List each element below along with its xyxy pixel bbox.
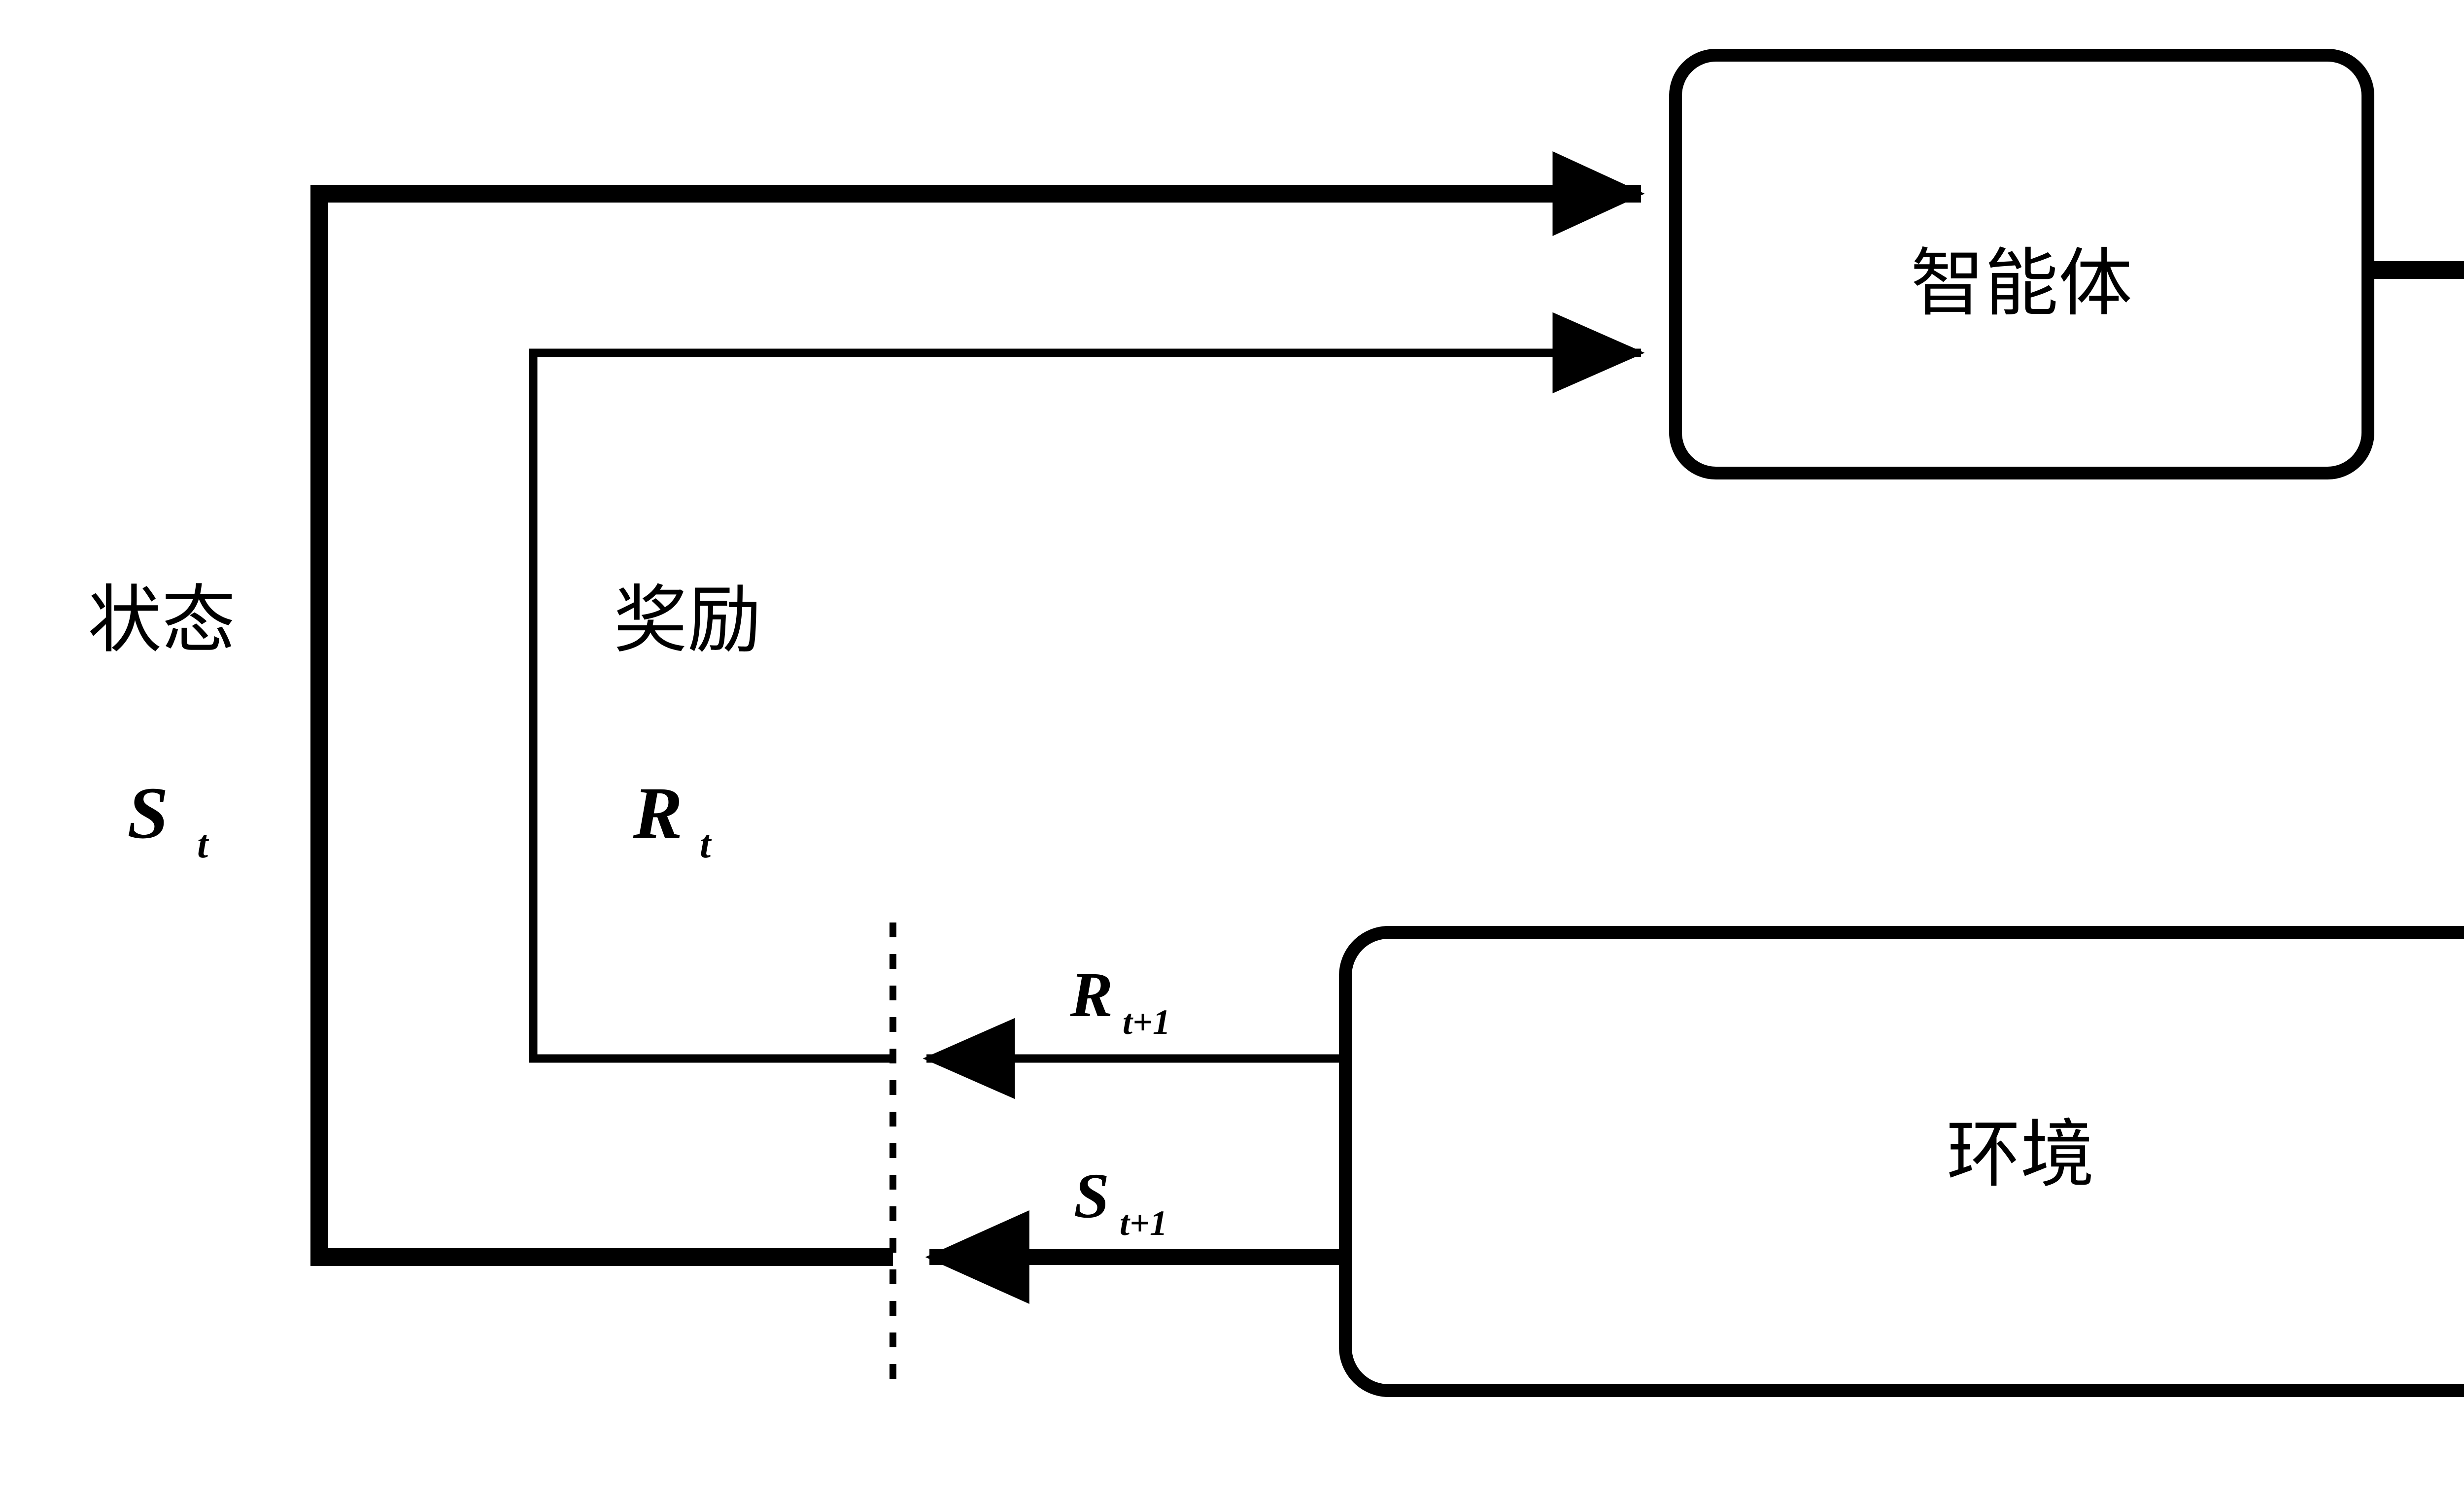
reward-edge[interactable]	[529, 312, 1645, 1063]
reward-next-label-group: R t+1	[1070, 959, 1170, 1042]
reward-edge-path	[529, 312, 1645, 1063]
reward-next-subscript: t+1	[1123, 1002, 1170, 1042]
reward-label-group: 奖励 R t	[614, 580, 761, 866]
agent-node[interactable]: 智能体	[1669, 49, 2374, 479]
state-next-symbol: S	[1074, 1161, 1109, 1231]
environment-box-shape	[1339, 926, 2464, 1397]
state-edge-path	[310, 151, 1645, 1266]
state-label-group: 状态 S t	[88, 580, 236, 866]
state-symbol-subscript: t	[197, 823, 209, 866]
state-edge[interactable]	[310, 151, 1645, 1266]
state-next-label-group: S t+1	[1074, 1161, 1167, 1243]
reward-next-symbol: R	[1070, 959, 1113, 1030]
environment-node[interactable]: 环境	[1339, 926, 2464, 1397]
state-next-subscript: t+1	[1120, 1203, 1167, 1243]
reward-symbol-subscript: t	[700, 823, 712, 866]
state-symbol: S	[127, 772, 168, 854]
agent-label: 智能体	[1911, 243, 2132, 325]
environment-label: 环境	[1947, 1114, 2094, 1196]
state-label-cjk: 状态	[88, 580, 236, 662]
reward-symbol: R	[633, 772, 683, 854]
reward-label-cjk: 奖励	[614, 580, 761, 662]
